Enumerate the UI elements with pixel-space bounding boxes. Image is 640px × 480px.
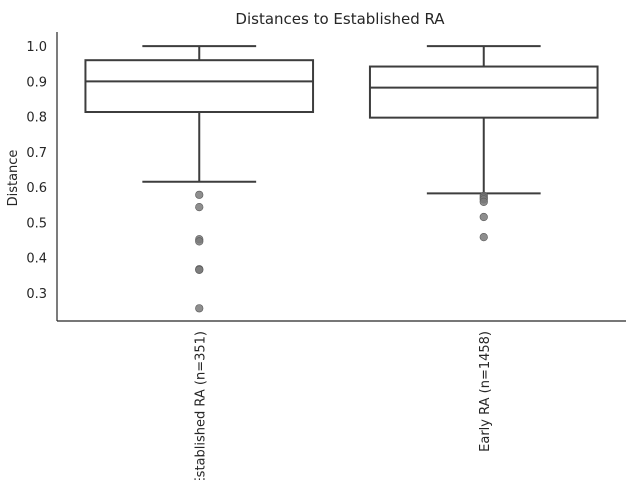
outlier-point	[479, 233, 488, 242]
y-tick-label: 0.3	[26, 287, 47, 302]
x-category-label: Established RA (n=351)	[193, 331, 208, 480]
y-tick-label: 0.5	[26, 216, 47, 231]
y-tick-label: 1.0	[26, 40, 47, 55]
x-category-label: Early RA (n=1458)	[478, 331, 493, 452]
box-iqr	[368, 65, 599, 119]
outlier-point	[479, 212, 488, 222]
y-tick-label: 0.7	[26, 146, 47, 161]
y-tick-label: 0.6	[26, 181, 47, 196]
outlier-point	[195, 237, 204, 246]
y-tick-label: 0.4	[26, 252, 47, 267]
chart-title: Distances to Established RA	[235, 10, 445, 28]
outlier-point	[195, 190, 204, 199]
y-tick-label: 0.8	[26, 111, 47, 126]
outlier-point	[195, 265, 204, 274]
box-iqr	[84, 59, 315, 114]
outlier-point	[195, 203, 204, 212]
y-axis-label: Distance	[6, 150, 21, 207]
outlier-point	[479, 197, 488, 206]
outlier-point	[195, 304, 204, 313]
y-tick-label: 0.9	[26, 75, 47, 90]
